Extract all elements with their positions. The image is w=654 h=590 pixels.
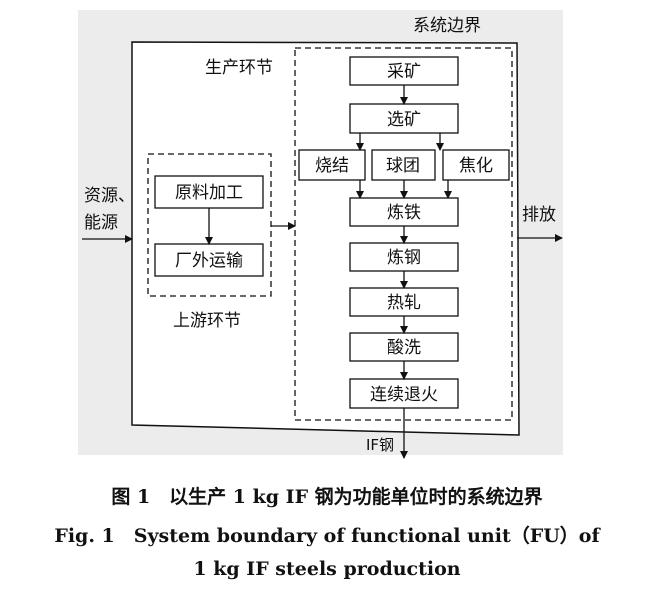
input-label-line2: 能源: [84, 213, 118, 233]
box-mining-label: 采矿: [387, 62, 421, 82]
production-section-frame: [294, 47, 513, 421]
box-pelletizing-label: 球团: [386, 156, 420, 176]
box-steelmaking: 炼钢: [349, 242, 459, 272]
production-section-label: 生产环节: [205, 58, 273, 78]
upstream-section-label: 上游环节: [173, 311, 241, 331]
box-steelmaking-label: 炼钢: [387, 248, 421, 268]
upstream-box-external-transport: 厂外运输: [154, 243, 264, 277]
box-coking: 焦化: [442, 149, 510, 181]
box-sintering-label: 烧结: [315, 156, 349, 176]
box-hot-rolling: 热轧: [349, 287, 459, 317]
box-sintering: 烧结: [298, 149, 366, 181]
input-label-line1: 资源、: [84, 186, 135, 206]
box-mining: 采矿: [349, 56, 459, 86]
caption-english-line2: 1 kg IF steels production: [193, 558, 461, 580]
caption-english-line1: Fig. 1 System boundary of functional uni…: [54, 525, 600, 547]
box-beneficiation: 选矿: [349, 103, 459, 134]
upstream-box-raw-material-processing: 原料加工: [154, 175, 264, 209]
product-label: IF钢: [366, 436, 394, 454]
system-boundary-label: 系统边界: [413, 16, 481, 36]
caption-chinese: 图 1 以生产 1 kg IF 钢为功能单位时的系统边界: [111, 486, 543, 508]
box-beneficiation-label: 选矿: [387, 110, 421, 130]
box-coking-label: 焦化: [459, 156, 493, 176]
box-hot-rolling-label: 热轧: [387, 293, 421, 313]
box-pickling: 酸洗: [349, 332, 459, 362]
output-label: 排放: [522, 205, 556, 225]
box-pickling-label: 酸洗: [387, 338, 421, 358]
box-annealing-label: 连续退火: [370, 385, 438, 405]
upstream-section-frame: [147, 153, 272, 297]
upstream-box-label: 原料加工: [175, 183, 243, 203]
box-pelletizing: 球团: [371, 149, 436, 181]
system-boundary-frame: [131, 41, 520, 436]
box-ironmaking-label: 炼铁: [387, 203, 421, 223]
box-annealing: 连续退火: [349, 378, 459, 409]
box-ironmaking: 炼铁: [349, 197, 459, 227]
upstream-box-label: 厂外运输: [175, 251, 243, 271]
